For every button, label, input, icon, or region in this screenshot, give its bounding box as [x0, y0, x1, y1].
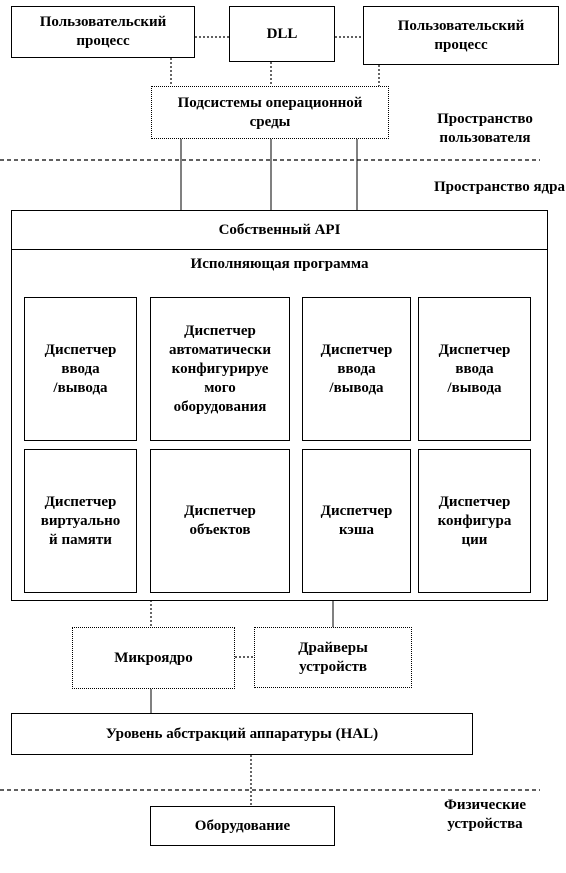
user-process-right-label: Пользовательский процесс — [397, 17, 525, 53]
dll-box: DLL — [229, 6, 335, 62]
io-manager-label-1: Диспетчер ввода /вывода — [44, 341, 117, 396]
executive-label: Исполняющая программа — [190, 256, 369, 272]
hardware-label: Оборудование — [194, 817, 291, 834]
subsystems-box: Подсистемы операционной среды — [151, 86, 389, 139]
io-manager-box-3: Диспетчер ввода /вывода — [418, 297, 531, 441]
dll-label: DLL — [266, 25, 298, 42]
virtual-memory-manager-box: Диспетчер виртуально й памяти — [24, 449, 137, 593]
user-process-left-label: Пользовательский процесс — [39, 14, 167, 49]
pnp-manager-box: Диспетчер автоматически конфигурируе мог… — [150, 297, 290, 441]
hal-box: Уровень абстракций аппаратуры (HAL) — [11, 713, 473, 755]
subsystems-label: Подсистемы операционной среды — [177, 94, 363, 130]
native-api-label: Собственный API — [218, 221, 341, 238]
pnp-manager-label: Диспетчер автоматически конфигурируе мог… — [168, 322, 272, 415]
device-drivers-box: Драйверы устройств — [254, 627, 412, 688]
configuration-manager-box: Диспетчер конфигура ции — [418, 449, 531, 593]
hal-label: Уровень абстракций аппаратуры (HAL) — [105, 725, 379, 742]
microkernel-box: Микроядро — [72, 627, 235, 689]
physical-devices-label: Физические устройства — [443, 797, 527, 832]
kernel-space-label: Пространство ядра — [433, 179, 565, 195]
native-api-box: Собственный API — [11, 210, 548, 250]
io-manager-box-2: Диспетчер ввода /вывода — [302, 297, 411, 441]
user-space-label: Пространство пользователя — [437, 111, 533, 146]
configuration-manager-label: Диспетчер конфигура ции — [437, 493, 512, 548]
microkernel-label: Микроядро — [114, 649, 193, 666]
cache-manager-label: Диспетчер кэша — [320, 503, 393, 538]
io-manager-label-3: Диспетчер ввода /вывода — [438, 341, 511, 396]
virtual-memory-manager-label: Диспетчер виртуально й памяти — [40, 493, 121, 548]
io-manager-box-1: Диспетчер ввода /вывода — [24, 297, 137, 441]
hardware-box: Оборудование — [150, 806, 335, 846]
io-manager-label-2: Диспетчер ввода /вывода — [320, 341, 393, 396]
user-process-left-box: Пользовательский процесс — [11, 6, 195, 58]
cache-manager-box: Диспетчер кэша — [302, 449, 411, 593]
object-manager-box: Диспетчер объектов — [150, 449, 290, 593]
device-drivers-label: Драйверы устройств — [298, 639, 368, 675]
object-manager-label: Диспетчер объектов — [184, 503, 256, 538]
user-process-right-box: Пользовательский процесс — [363, 6, 559, 65]
